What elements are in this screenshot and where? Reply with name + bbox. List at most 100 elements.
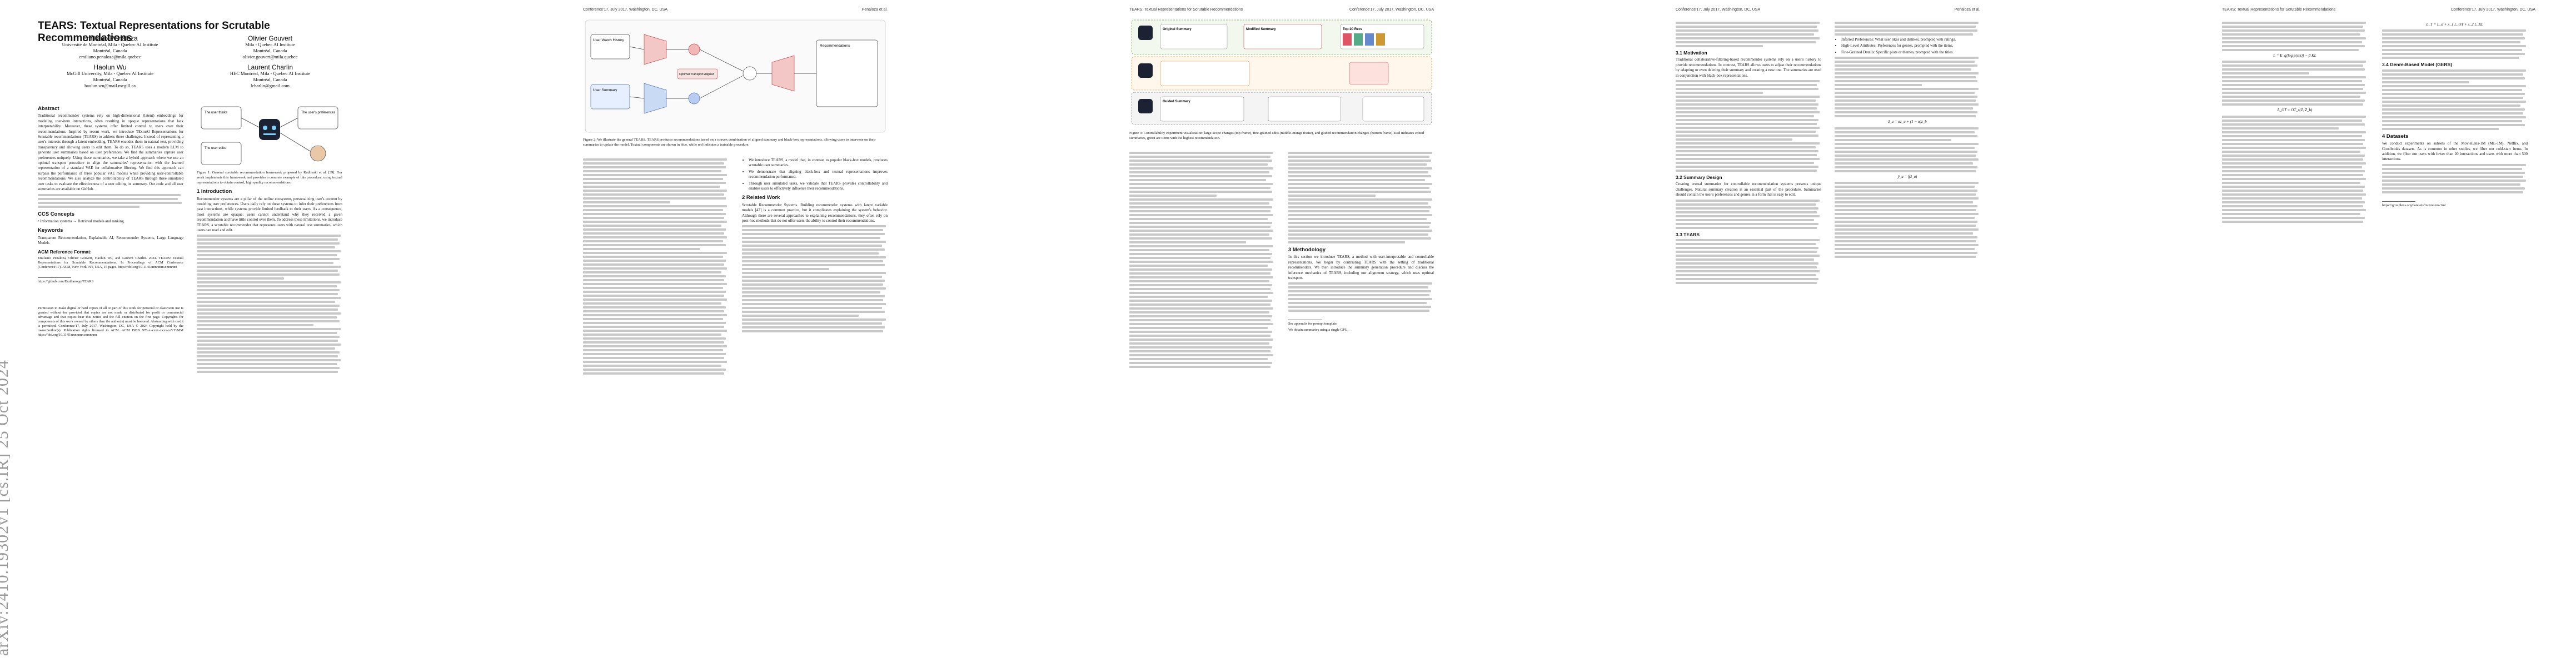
- list-item: Inferred Preferences: What user likes an…: [1841, 37, 1980, 42]
- fine-summary-box: [1160, 61, 1250, 86]
- arrow-icon: [280, 117, 298, 128]
- paper-page-1: TEARS: Textual Representations for Scrut…: [22, 0, 358, 667]
- acm-ref-heading: ACM Reference Format:: [38, 248, 92, 255]
- paper-page-5: TEARS: Textual Representations for Scrut…: [2206, 0, 2551, 667]
- page3-right-column: 3 Methodology In this section we introdu…: [1288, 150, 1434, 334]
- related-work-text: Scrutable Recommender Systems. Building …: [742, 202, 888, 223]
- summary-design-heading: 3.2 Summary Design: [1676, 175, 1722, 181]
- footnote-2: We obtain summaries using a single GPU.: [1288, 328, 1348, 332]
- user-photo: [1349, 62, 1389, 85]
- page5-left-column: L = E_q[log p(x|z)] − β KL L_OT = OT_ε(Z…: [2222, 20, 2368, 225]
- methodology-heading: 3 Methodology: [1288, 247, 1326, 253]
- robot-icon: [259, 119, 280, 140]
- recommendations-box: [816, 39, 878, 107]
- thought-bubble-1: [201, 106, 242, 130]
- svg-text:Recommendations: Recommendations: [820, 44, 850, 48]
- svg-text:User Watch History: User Watch History: [593, 38, 624, 42]
- movie-poster: [1354, 33, 1363, 46]
- page4-right-column: Inferred Preferences: What user likes an…: [1835, 20, 1980, 260]
- list-item: Fine-Grained Details: Specific plots or …: [1841, 50, 1980, 55]
- svg-text:Top-20 Recs: Top-20 Recs: [1343, 28, 1363, 31]
- paper-page-3: TEARS: Textual Representations for Scrut…: [1114, 0, 1449, 667]
- paper-page-2: Conference'17, July 2017, Washington, DC…: [567, 0, 903, 667]
- page2-right-column: We introduce TEARS, a model that, in con…: [742, 157, 888, 334]
- gers-heading: 3.4 Genre-Based Model (GERS): [2382, 62, 2453, 68]
- latent-node-icon: [688, 43, 700, 56]
- svg-text:User Summary: User Summary: [593, 88, 617, 92]
- motivation-heading: 3.1 Motivation: [1676, 50, 1707, 56]
- svg-text:Optimal Transport Aligned: Optimal Transport Aligned: [679, 73, 714, 76]
- footnote-github: https://github.com/Emilianopp/TEARS: [38, 279, 94, 283]
- author-3: Haolun Wu McGill University, Mila - Queb…: [67, 63, 153, 88]
- arrow-icon: [280, 132, 311, 152]
- page1-left-column: Abstract Traditional recommender systems…: [38, 102, 183, 339]
- robot-icon: [1138, 99, 1153, 113]
- summary-criteria-list: Inferred Preferences: What user likes an…: [1841, 37, 1980, 55]
- movie-poster: [1365, 33, 1374, 46]
- intro-text: Recommender systems are a pillar of the …: [197, 196, 342, 233]
- equation-1: ẑ_u = αz_u + (1 − α)z_b: [1888, 120, 1927, 125]
- equation-4: L_T = L_α + λ_1 L_OT + λ_2 L_KL: [2426, 22, 2484, 27]
- list-item: We introduce TEARS, a model that, in con…: [749, 158, 888, 168]
- author-block: Emiliano Penaloza Université de Montréal…: [38, 34, 342, 97]
- footnote-1: See appendix for prompt template.: [1288, 322, 1338, 326]
- svg-text:Original Summary: Original Summary: [1163, 28, 1192, 31]
- contribution-list: We introduce TEARS, a model that, in con…: [749, 158, 888, 191]
- paper-page-4: Conference'17, July 2017, Washington, DC…: [1660, 0, 1996, 667]
- fig1-label-c: The user edits: [205, 147, 226, 150]
- figure-2: User Watch History User Summary Optimal …: [585, 19, 886, 133]
- thought-bubble-2: [297, 106, 338, 130]
- robot-icon: [1138, 63, 1153, 78]
- author-1: Emiliano Penaloza Université de Montréal…: [62, 34, 158, 59]
- svg-text:Modified Summary: Modified Summary: [1246, 28, 1276, 31]
- list-item: We demonstrate that aligning black-box a…: [749, 170, 888, 180]
- acm-ref-text: Emiliano Penaloza, Olivier Gouvert, Haol…: [38, 256, 183, 269]
- encoder-icon: [644, 34, 667, 65]
- fig1-label-b: The user's preferences: [301, 111, 335, 115]
- figure-3: Original Summary Modified Summary Top-20…: [1131, 19, 1432, 125]
- decoder-icon: [771, 55, 795, 92]
- datasets-heading: 4 Datasets: [2382, 133, 2409, 140]
- keywords-heading: Keywords: [38, 227, 63, 234]
- figure-2-caption: Figure 2: We illustrate the general TEAR…: [583, 138, 876, 147]
- figure-1-caption: Figure 1: General scrutable recommendati…: [197, 171, 342, 185]
- modified-summary-box: [1243, 24, 1322, 49]
- footnote-dataset: https://grouplens.org/datasets/movielens…: [2382, 203, 2446, 207]
- page4-left-column: 3.1 Motivation Traditional collaborative…: [1676, 20, 1821, 286]
- summary-design-text: Creating textual summaries for controlla…: [1676, 182, 1821, 197]
- svg-text:Guided Summary: Guided Summary: [1163, 100, 1190, 103]
- equation-5: L_OT = OT_ε(Z, Z_b): [2277, 108, 2313, 113]
- methodology-text: In this section we introduce TEARS, a me…: [1288, 255, 1434, 281]
- author-2: Olivier Gouvert Mila - Quebec AI Institu…: [242, 34, 298, 59]
- permission-block: Permission to make digital or hard copie…: [38, 306, 183, 337]
- robot-icon: [1138, 26, 1153, 40]
- original-summary-box: [1160, 24, 1228, 49]
- movie-poster: [1376, 33, 1385, 46]
- optimal-transport-box: [677, 68, 718, 79]
- list-item: High-Level Attributes: Preferences for g…: [1841, 43, 1980, 48]
- abstract-text: Traditional recommender systems rely on …: [38, 113, 183, 192]
- page3-left-column: [1129, 150, 1275, 370]
- user-avatar-icon: [310, 145, 326, 162]
- latent-node-icon: [688, 92, 700, 104]
- figure-1: The user thinks The user's preferences T…: [201, 106, 338, 165]
- author-4: Laurent Charlin HEC Montréal, Mila - Que…: [230, 63, 311, 88]
- tears-heading: 3.3 TEARS: [1676, 231, 1700, 237]
- fig1-label-a: The user thinks: [205, 111, 227, 115]
- figure-3-caption: Figure 3: Controllability experiment vis…: [1129, 131, 1424, 140]
- datasets-text: We conduct experiments on subsets of the…: [2382, 141, 2528, 162]
- list-item: Through user simulated tasks, we validat…: [749, 181, 888, 192]
- ccs-text: • Information systems → Retrieval models…: [38, 218, 125, 223]
- motivation-text: Traditional collaborative-filtering-base…: [1676, 57, 1821, 78]
- arxiv-stamp: arXiv:2410.19302v1 [cs.IR] 25 Oct 2024: [0, 360, 12, 656]
- related-work-heading: 2 Related Work: [742, 195, 780, 201]
- page2-left-column: [583, 157, 729, 376]
- thought-bubble-3: [201, 142, 242, 165]
- arrow-icon: [241, 117, 260, 128]
- ccs-heading: CCS Concepts: [38, 211, 74, 217]
- paper-title: TEARS: Textual Representations for Scrut…: [38, 20, 270, 44]
- page1-right-column: The user thinks The user's preferences T…: [197, 102, 342, 375]
- page5-right-column: L_T = L_α + λ_1 L_OT + λ_2 L_KL 3.4 Genr…: [2382, 20, 2528, 210]
- keywords-text: Transparent Recommendation, Explainable …: [38, 235, 183, 246]
- encoder-icon: [644, 83, 667, 114]
